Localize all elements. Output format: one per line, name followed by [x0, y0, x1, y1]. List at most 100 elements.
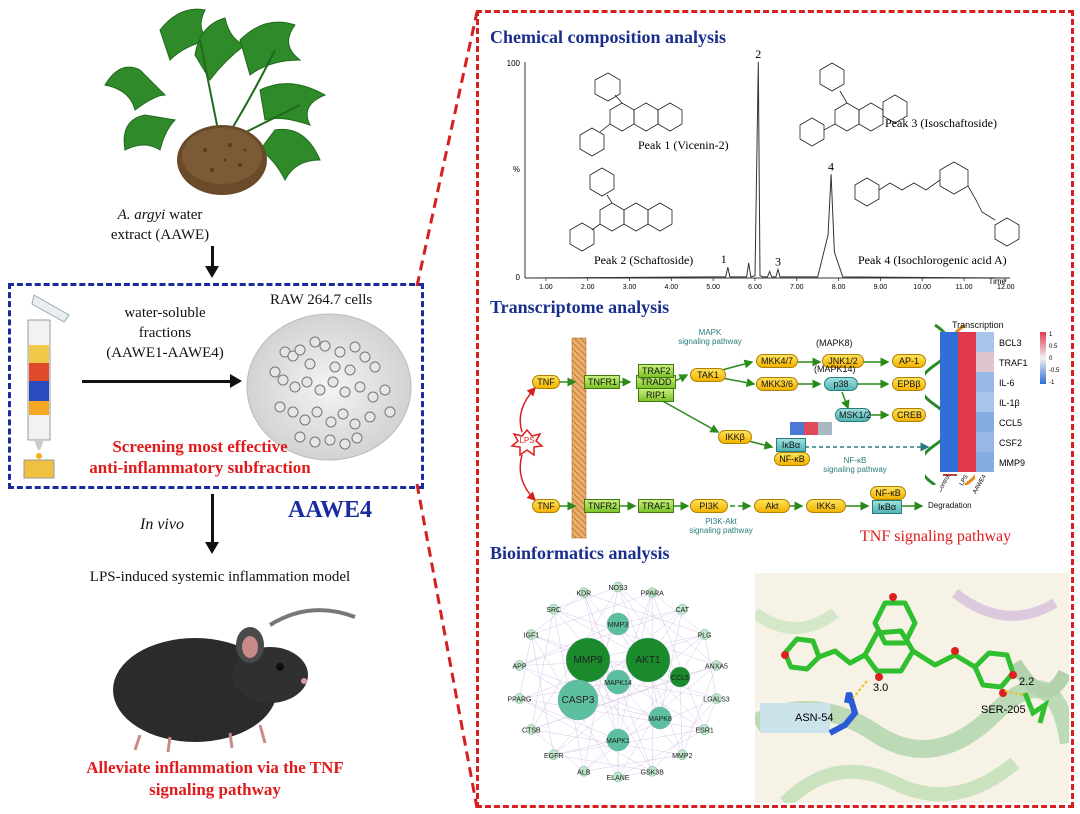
- nfkb-pathway-line-1: NF-κB: [843, 456, 867, 465]
- network-node: [699, 724, 710, 735]
- tnfr2-node: TNFR2: [584, 499, 620, 513]
- nfkb-pathway-line-2: signaling pathway: [823, 465, 887, 474]
- extract-label: A. argyi water extract (AAWE): [60, 205, 260, 245]
- heatmap-cells: [940, 332, 994, 472]
- creb-node: CREB: [892, 408, 926, 422]
- network-node-label: SRC: [546, 607, 561, 614]
- arrow-right-line: [82, 380, 232, 383]
- network-node-label: MMP9: [574, 655, 603, 666]
- heatmap-col-label: Control: [940, 474, 952, 494]
- network-node: [677, 749, 688, 761]
- network-edge: [531, 676, 681, 730]
- network-node: [548, 603, 559, 615]
- fractions-label: water-soluble fractions (AAWE1-AAWE4): [90, 303, 240, 363]
- network-edge: [531, 609, 554, 730]
- heatmap-cell: [958, 332, 976, 352]
- x-tick-label: 2.00: [581, 284, 595, 291]
- mkk47-node: MKK4/7: [756, 354, 798, 368]
- mouse-illustration: [113, 608, 356, 753]
- network-node-label: AKT1: [635, 655, 660, 666]
- network-node-label: MAPK8: [648, 716, 672, 723]
- network-edge: [617, 634, 705, 778]
- network-node-label: CASP3: [562, 695, 595, 706]
- heatmap-scale-label: -1: [1049, 380, 1055, 386]
- heatmap-scale-label: 0: [1049, 356, 1053, 362]
- lps-label: LPS: [519, 436, 535, 445]
- x-tick-label: 6.00: [748, 284, 762, 291]
- cell-micrograph: [246, 313, 412, 461]
- network-edge: [531, 729, 683, 756]
- peak-name-3: Peak 3 (Isoschaftoside): [885, 116, 997, 130]
- network-node-label: PPARA: [641, 591, 665, 598]
- arrow-right-icon: [230, 374, 242, 388]
- tnf-node-2: TNF: [532, 499, 560, 513]
- heatmap-cell: [958, 372, 976, 392]
- heatmap-row-label: CSF2: [999, 438, 1022, 448]
- oxygen-atoms: [781, 593, 1017, 697]
- pi3k-pathway-line-2: signaling pathway: [689, 526, 753, 535]
- heatmap-row-label: IL-6: [999, 378, 1015, 388]
- x-tick-label: 10.00: [913, 284, 931, 291]
- network-node-label: GSK3B: [641, 769, 665, 776]
- network-edge: [659, 609, 683, 719]
- network-edge: [553, 608, 717, 666]
- heatmap-colorbar: [1040, 332, 1046, 384]
- peak-name-2: Peak 2 (Schaftoside): [594, 253, 693, 267]
- x-tick-label: 1.00: [539, 284, 553, 291]
- screening-label: Screening most effective anti-inflammato…: [40, 436, 360, 478]
- ser205-label: SER-205: [981, 704, 1026, 716]
- arrow-down-icon-2: [205, 542, 219, 554]
- network-edge: [531, 729, 584, 772]
- network-edge: [587, 659, 705, 730]
- screening-box: [8, 283, 424, 489]
- analysis-box: [476, 10, 1074, 808]
- network-node: [526, 629, 537, 640]
- network-node: [605, 669, 631, 695]
- heatmap-col-label: LPS: [959, 474, 970, 487]
- network-node-label: ALB: [577, 769, 591, 776]
- fractions-line-1: water-soluble: [124, 305, 206, 321]
- network-edge: [704, 634, 717, 699]
- network-node-label: MAPK1: [606, 738, 630, 745]
- heatmap-row-label: MMP9: [999, 458, 1025, 468]
- fractions-line-2: fractions: [138, 325, 192, 341]
- heatmap-row-label: IL-1β: [999, 398, 1020, 408]
- heatmap-title: Transcription: [952, 320, 1004, 330]
- extract-word: water: [169, 207, 203, 223]
- network-node-label: ANXA5: [705, 664, 728, 671]
- heatmap-row-label: BCL3: [999, 338, 1022, 348]
- network-edge: [652, 592, 705, 635]
- network-node-label: MMP2: [672, 753, 692, 760]
- conclusion-label: Alleviate inflammation via the TNF signa…: [15, 757, 415, 801]
- network-node: [646, 766, 658, 777]
- ppi-network: NOS3PPARACATPLGANXA5LGALS3MMP3ESR1MMP2MM…: [508, 581, 730, 783]
- rip1-node: RIP1: [638, 388, 674, 402]
- conclusion-line-2: signaling pathway: [149, 780, 281, 799]
- heatmap-scale-labels: 10.50-0.5-1: [1049, 332, 1060, 386]
- nfkb-pathway-label: NF-κB signaling pathway: [810, 456, 900, 474]
- network-node: [612, 771, 624, 783]
- nfkb-node-2: NF-κB: [870, 486, 906, 500]
- ikks-node: IKKs: [806, 499, 846, 513]
- y-axis-top-label: 100: [507, 59, 521, 68]
- model-label: LPS-induced systemic inflammation model: [89, 569, 351, 585]
- jnk-node: JNK1/2: [822, 354, 864, 368]
- ikba-node-2: IκBα: [872, 500, 902, 514]
- tnf-pathway-diagram: TNF TNFR1 TRADD TRAF2 RIP1 TAK1 MKK4/7 M…: [490, 320, 930, 545]
- asn54-residue: [828, 692, 859, 736]
- fractions-line-3: (AAWE1-AAWE4): [106, 345, 224, 361]
- network-node: [711, 660, 722, 671]
- network-node: [578, 587, 590, 598]
- in-vivo-label: In vivo: [140, 516, 184, 533]
- peak-number-label: 3: [775, 254, 781, 268]
- p38-node: p38: [824, 377, 858, 391]
- network-node-label: CCL5: [671, 675, 689, 682]
- arrow-down-icon: [205, 266, 219, 278]
- network-edge: [617, 681, 717, 699]
- network-node: [514, 660, 525, 671]
- connector-lines: [415, 11, 479, 809]
- network-edge: [531, 634, 554, 755]
